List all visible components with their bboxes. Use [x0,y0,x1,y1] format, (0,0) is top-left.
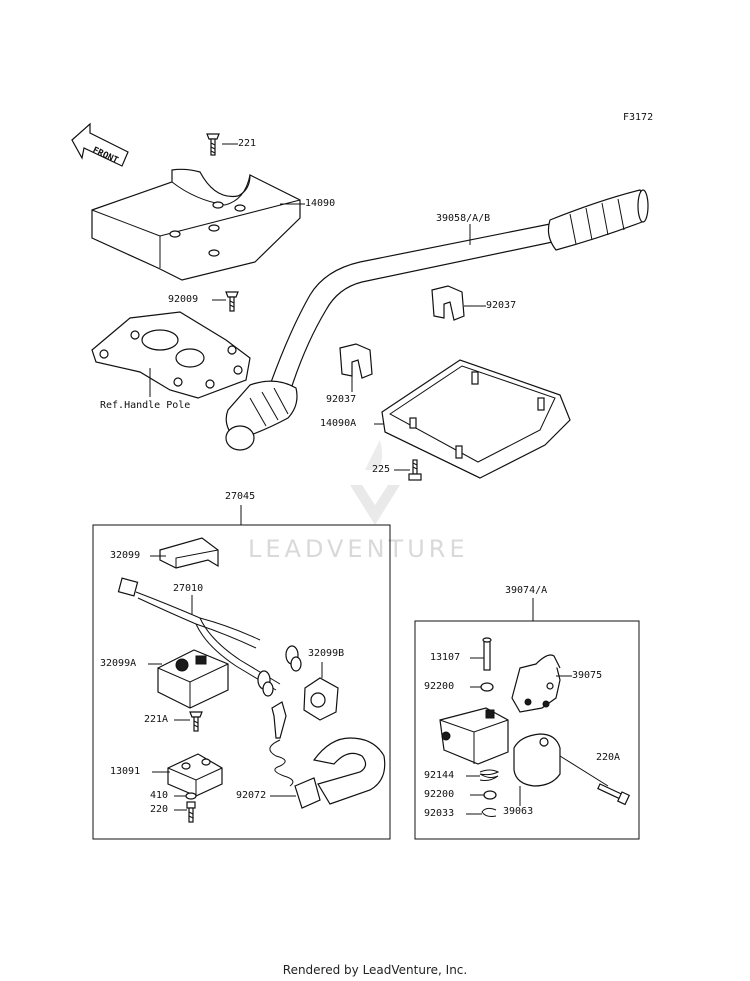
label-13091: 13091 [110,766,141,777]
watermark-logo-icon [350,440,400,525]
front-arrow-icon: FRONT [71,122,129,167]
cover-14090 [91,168,301,281]
label-39063: 39063 [503,806,534,817]
label-14090A: 14090A [320,418,357,429]
bolt-220 [186,801,196,823]
screw-221A [189,711,203,732]
label-92200-upper: 92200 [424,681,455,692]
label-221A: 221A [144,714,169,725]
label-220: 220 [150,804,169,815]
label-92072: 92072 [236,790,267,801]
lanyard-92072 [269,701,386,809]
wiring-27010 [117,577,302,697]
box-39074 [414,620,640,840]
label-410: 410 [150,790,169,801]
label-13107: 13107 [430,652,461,663]
lever-39075 [511,654,561,713]
label-27010: 27010 [173,583,204,594]
switch-32099A [157,649,229,709]
bracket-13091 [167,753,223,797]
cap-32099 [159,537,219,569]
screw-221 [206,133,220,156]
label-14090: 14090 [305,198,336,209]
throttle-housing [439,707,509,765]
handlebar-39058 [225,189,649,451]
label-32099B: 32099B [308,648,345,659]
box-27045 [92,524,391,840]
pin-13107 [482,637,492,671]
diagram-code: F3172 [623,112,654,123]
spring-92144 [479,769,500,781]
washer-92200-upper [480,682,494,692]
label-27045: 27045 [225,491,256,502]
washer-410 [185,792,197,800]
label-221: 221 [238,138,257,149]
label-39075: 39075 [572,670,603,681]
bolt-220A [597,783,631,806]
label-32099A: 32099A [100,658,137,669]
footer-credit: Rendered by LeadVenture, Inc. [282,963,468,977]
label-39058: 39058/A/B [436,213,491,224]
screw-92009 [225,291,239,312]
handle-pole-plate [91,311,251,399]
label-92009: 92009 [168,294,199,305]
rubber-32099B [303,677,339,721]
housing-39063 [513,733,561,787]
label-92037-upper: 92037 [486,300,517,311]
label-225: 225 [372,464,391,475]
clamp-92037-lower [339,343,373,379]
watermark-text: LEADVENTURE [248,535,469,563]
screw-225 [408,459,422,481]
label-ref-handle-pole: Ref.Handle Pole [100,400,191,411]
label-92200-lower: 92200 [424,789,455,800]
circlip-92033 [481,807,497,817]
washer-92200-lower [483,790,497,800]
leader-220A [559,755,609,787]
label-32099: 32099 [110,550,141,561]
label-92144: 92144 [424,770,455,781]
label-220A: 220A [596,752,621,763]
label-39074: 39074/A [505,585,548,596]
label-92037-lower: 92037 [326,394,357,405]
label-92033: 92033 [424,808,455,819]
cover-14090A [381,359,571,479]
clamp-92037-upper [431,285,465,321]
